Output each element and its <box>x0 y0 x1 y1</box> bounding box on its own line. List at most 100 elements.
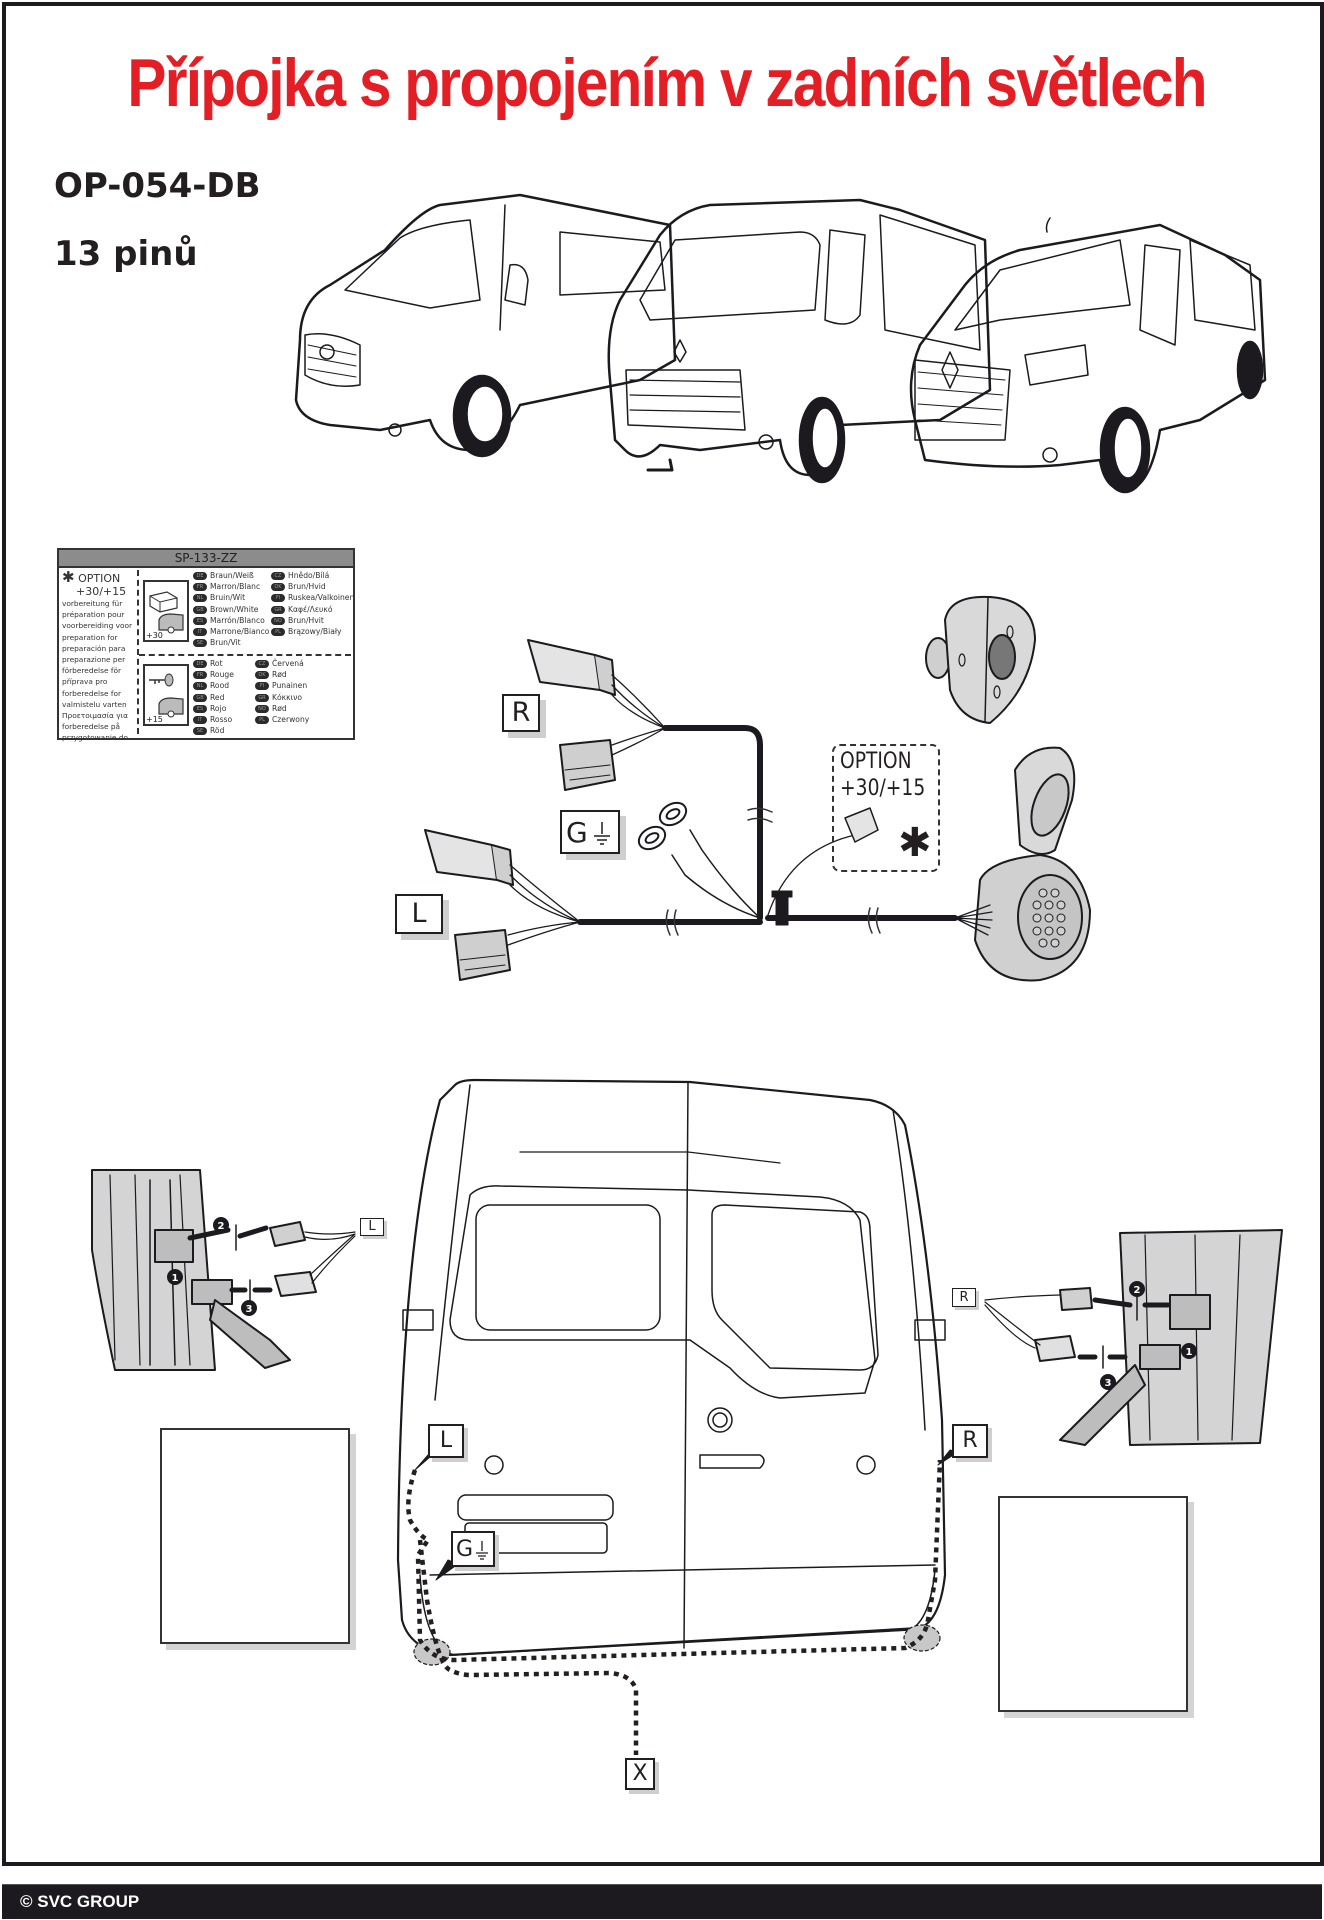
step-3-right: 3 <box>1105 1378 1112 1389</box>
page-title: Přípojka s propojením v zadních světlech <box>127 45 1207 121</box>
option-values: +30/+15 <box>840 776 926 801</box>
language-badge: ES <box>193 704 207 713</box>
preparation-line: forberedelse på <box>62 722 121 732</box>
product-code: OP-054-DB <box>54 166 261 206</box>
color-name: Punainen <box>272 681 308 691</box>
color-name: Rød <box>272 703 287 713</box>
plus15-label: +15 <box>146 715 163 724</box>
inset-right-view <box>998 1496 1188 1712</box>
right-light-detail <box>984 1229 1283 1446</box>
language-badge: NL <box>193 682 207 691</box>
preparation-line: vorbereitung für <box>62 599 123 608</box>
right-detail-tag: R <box>952 1288 976 1307</box>
right-connector-tag: R <box>502 694 540 732</box>
van-renault-new-front <box>909 217 1267 494</box>
option-title: OPTION <box>840 749 912 774</box>
language-badge: NO <box>255 704 269 713</box>
van-opel-front <box>294 193 677 458</box>
right-harness-connectors <box>527 639 666 791</box>
language-badge: NL <box>193 594 207 603</box>
language-badge: IT <box>193 716 207 725</box>
color-name: Ruskea/Valkoinen <box>288 593 355 603</box>
color-name: Marrone/Bianco <box>210 627 270 637</box>
color-name: Hnědo/Bílá <box>288 571 330 580</box>
step-2-right: 2 <box>1134 1285 1141 1296</box>
inset-left-view <box>160 1428 350 1644</box>
preparation-line: preparation for <box>62 632 118 642</box>
step-1-right: 1 <box>1186 1347 1193 1358</box>
color-name: Rosso <box>210 715 233 725</box>
13-pin-socket <box>954 746 1091 982</box>
color-name: Brązowy/Biały <box>288 627 342 637</box>
preparation-line: valmistelu varten <box>62 699 127 709</box>
language-badge: FI <box>255 682 269 691</box>
ground-tag: G <box>560 810 620 854</box>
preparation-line: preparazione per <box>62 655 126 665</box>
copyright: © SVC GROUP <box>20 1892 140 1911</box>
language-badge: DE <box>193 660 207 668</box>
preparation-line: forberedelse for <box>62 688 122 698</box>
language-badge: DK <box>255 671 269 680</box>
ground-icon <box>476 1541 488 1560</box>
legend-option-title: OPTION <box>78 572 121 585</box>
exit-point-tag: X <box>625 1758 655 1790</box>
step-3-left: 3 <box>246 1304 253 1315</box>
preparation-line: Προετοιμασία για <box>62 711 128 721</box>
language-badge: CZ <box>255 660 269 668</box>
rear-ground-letter: G <box>456 1537 474 1562</box>
color-name: Brun/Vit <box>210 638 241 648</box>
preparation-line: przygotowanie do <box>62 733 129 743</box>
ground-ring-terminals <box>637 801 761 919</box>
rear-left-tag: L <box>428 1424 464 1458</box>
color-name: Κόκκινο <box>272 692 303 702</box>
color-name: Braun/Weiß <box>210 571 254 580</box>
color-name: Καφέ/Λευκό <box>288 604 333 614</box>
preparation-line: förberedelse för <box>62 666 122 676</box>
preparation-line: příprava pro <box>62 677 108 687</box>
option-plug-box <box>832 744 940 872</box>
color-name: Czerwony <box>272 715 310 725</box>
language-badge: FI <box>271 594 285 603</box>
language-badge: ES <box>193 616 207 625</box>
language-badge: CZ <box>271 572 285 580</box>
ignition-key-caravan-icon: +15 <box>143 664 189 726</box>
rear-right-tag: R <box>952 1424 988 1458</box>
color-name: Brown/White <box>210 604 259 614</box>
harness-route <box>406 1459 943 1755</box>
option-legend: SP-133-ZZ ✱ OPTION +30/+15 vorbereitung … <box>57 548 355 742</box>
language-badge: GR <box>255 693 269 702</box>
step-markers <box>167 1217 1197 1390</box>
van-renault-old-front <box>607 198 992 484</box>
language-badge: SE <box>193 639 207 648</box>
left-harness-connectors <box>424 829 581 981</box>
legend-divider-horizontal <box>139 654 351 656</box>
ground-icon <box>594 822 610 845</box>
color-name: Rot <box>210 659 223 668</box>
color-name: Röd <box>210 726 225 736</box>
language-badge: PL <box>255 716 269 725</box>
preparation-line: préparation pour <box>62 610 125 620</box>
color-name: Rød <box>272 670 287 680</box>
preparation-line: preparación para <box>62 643 126 653</box>
footer-bar: © SVC GROUP <box>2 1884 1322 1919</box>
left-connector-tag: L <box>395 894 443 934</box>
